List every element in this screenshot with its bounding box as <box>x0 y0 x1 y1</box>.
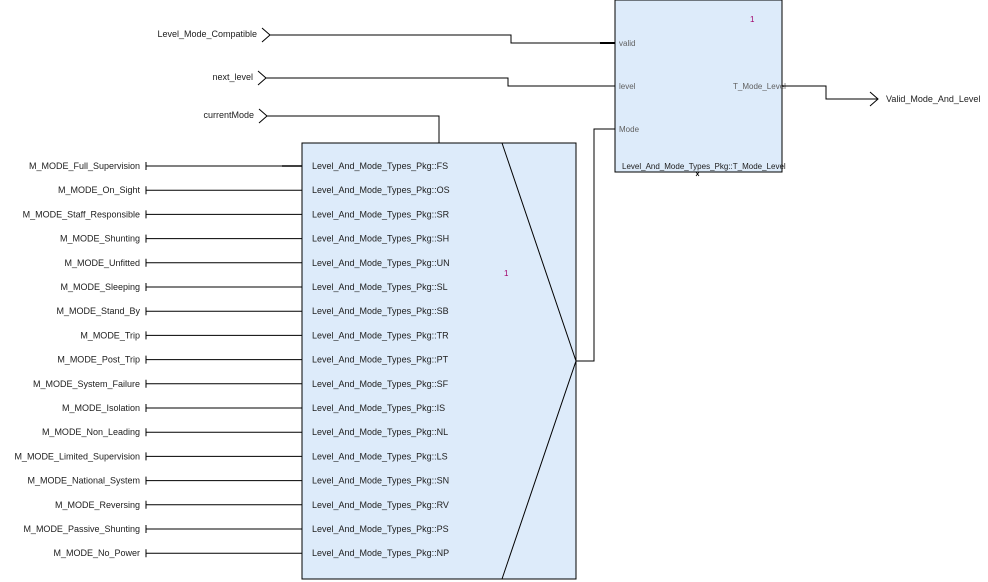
case-value-label: Level_And_Mode_Types_Pkg::SL <box>312 282 448 292</box>
case-input-label: M_MODE_On_Sight <box>58 185 141 195</box>
case-value-label: Level_And_Mode_Types_Pkg::SB <box>312 306 449 316</box>
case-value-label: Level_And_Mode_Types_Pkg::TR <box>312 330 449 340</box>
case-input-label: M_MODE_Unfitted <box>64 258 140 268</box>
input-label: currentMode <box>203 110 254 120</box>
case-row[interactable]: M_MODE_No_Power Level_And_Mode_Types_Pkg:… <box>53 548 449 558</box>
switch-priority: 1 <box>504 269 509 278</box>
case-input-label: M_MODE_Non_Leading <box>42 427 140 437</box>
case-row[interactable]: M_MODE_Post_Trip Level_And_Mode_Types_Pkg… <box>57 355 448 365</box>
case-row[interactable]: M_MODE_Unfitted Level_And_Mode_Types_Pkg:… <box>64 258 449 268</box>
case-row[interactable]: M_MODE_Staff_Responsible Level_And_Mode_T… <box>23 209 450 219</box>
operator-priority: 1 <box>750 15 755 24</box>
case-row[interactable]: M_MODE_Stand_By Level_And_Mode_Types_Pkg:… <box>56 306 448 316</box>
output-valid-mode-and-level[interactable]: Valid_Mode_And_Level <box>782 85 980 107</box>
case-row[interactable]: M_MODE_Trip Level_And_Mode_Types_Pkg::TR <box>80 330 449 340</box>
case-input-label: M_MODE_Full_Supervision <box>29 161 140 171</box>
output-chevron-icon <box>869 91 879 107</box>
case-row[interactable]: M_MODE_Shunting Level_And_Mode_Types_Pkg:… <box>60 234 449 244</box>
case-value-label: Level_And_Mode_Types_Pkg::PS <box>312 524 449 534</box>
input-chevron-icon <box>261 27 271 43</box>
case-row[interactable]: M_MODE_Sleeping Level_And_Mode_Types_Pkg:… <box>60 282 447 292</box>
case-row[interactable]: M_MODE_On_Sight Level_And_Mode_Types_Pkg:… <box>58 185 450 195</box>
case-input-label: M_MODE_Limited_Supervision <box>14 451 140 461</box>
output-marker-icon <box>695 171 700 177</box>
input-level-mode-compatible[interactable]: Level_Mode_Compatible <box>157 27 615 44</box>
case-input-label: M_MODE_Passive_Shunting <box>23 524 140 534</box>
case-input-label: M_MODE_National_System <box>27 476 140 486</box>
port-valid: valid <box>619 39 635 48</box>
case-value-label: Level_And_Mode_Types_Pkg::SR <box>312 209 450 219</box>
input-current-mode[interactable]: currentMode <box>203 108 440 143</box>
case-row[interactable]: M_MODE_Passive_Shunting Level_And_Mode_Ty… <box>23 524 448 534</box>
case-input-label: M_MODE_Isolation <box>62 403 140 413</box>
input-label: next_level <box>212 72 253 82</box>
case-input-label: M_MODE_Stand_By <box>56 306 140 316</box>
case-value-label: Level_And_Mode_Types_Pkg::LS <box>312 451 448 461</box>
switch-block[interactable]: 1 <box>282 142 577 580</box>
case-row[interactable]: M_MODE_Limited_Supervision Level_And_Mode… <box>14 451 447 461</box>
input-next-level[interactable]: next_level <box>212 70 615 87</box>
case-value-label: Level_And_Mode_Types_Pkg::SH <box>312 234 449 244</box>
case-value-label: Level_And_Mode_Types_Pkg::SF <box>312 379 449 389</box>
case-row[interactable]: M_MODE_System_Failure Level_And_Mode_Type… <box>33 379 449 389</box>
case-value-label: Level_And_Mode_Types_Pkg::NL <box>312 427 448 437</box>
case-input-label: M_MODE_Post_Trip <box>57 355 140 365</box>
mode-wire <box>576 128 615 362</box>
case-input-label: M_MODE_Shunting <box>60 234 140 244</box>
case-input-label: M_MODE_Reversing <box>55 500 140 510</box>
case-row[interactable]: M_MODE_Full_Supervision Level_And_Mode_Ty… <box>29 161 448 171</box>
case-value-label: Level_And_Mode_Types_Pkg::SN <box>312 476 449 486</box>
case-value-label: Level_And_Mode_Types_Pkg::OS <box>312 185 450 195</box>
case-input-label: M_MODE_Trip <box>80 330 140 340</box>
case-value-label: Level_And_Mode_Types_Pkg::RV <box>312 500 449 510</box>
switch-arrow-shape <box>501 142 577 580</box>
case-input-label: M_MODE_No_Power <box>53 548 140 558</box>
case-value-label: Level_And_Mode_Types_Pkg::NP <box>312 548 449 558</box>
case-value-label: Level_And_Mode_Types_Pkg::UN <box>312 258 450 268</box>
case-value-label: Level_And_Mode_Types_Pkg::PT <box>312 355 449 365</box>
case-value-label: Level_And_Mode_Types_Pkg::FS <box>312 161 448 171</box>
port-t-mode-level: T_Mode_Level <box>733 82 786 91</box>
operator-type-name: Level_And_Mode_Types_Pkg::T_Mode_Level <box>622 162 786 171</box>
case-row[interactable]: M_MODE_Non_Leading Level_And_Mode_Types_P… <box>42 427 448 437</box>
case-input-label: M_MODE_Staff_Responsible <box>23 209 140 219</box>
input-chevron-icon <box>257 70 267 86</box>
case-value-label: Level_And_Mode_Types_Pkg::IS <box>312 403 445 413</box>
operator-block[interactable]: 1 valid level Mode T_Mode_Level Level_An… <box>614 0 786 177</box>
port-level: level <box>619 82 636 91</box>
case-input-label: M_MODE_Sleeping <box>60 282 140 292</box>
output-label: Valid_Mode_And_Level <box>886 94 980 104</box>
case-row[interactable]: M_MODE_Reversing Level_And_Mode_Types_Pkg… <box>55 500 449 510</box>
case-row[interactable]: M_MODE_National_System Level_And_Mode_Typ… <box>27 476 449 486</box>
input-chevron-icon <box>258 108 268 124</box>
input-label: Level_Mode_Compatible <box>157 29 257 39</box>
case-row[interactable]: M_MODE_Isolation Level_And_Mode_Types_Pkg… <box>62 403 445 413</box>
case-input-label: M_MODE_System_Failure <box>33 379 140 389</box>
port-mode: Mode <box>619 125 640 134</box>
